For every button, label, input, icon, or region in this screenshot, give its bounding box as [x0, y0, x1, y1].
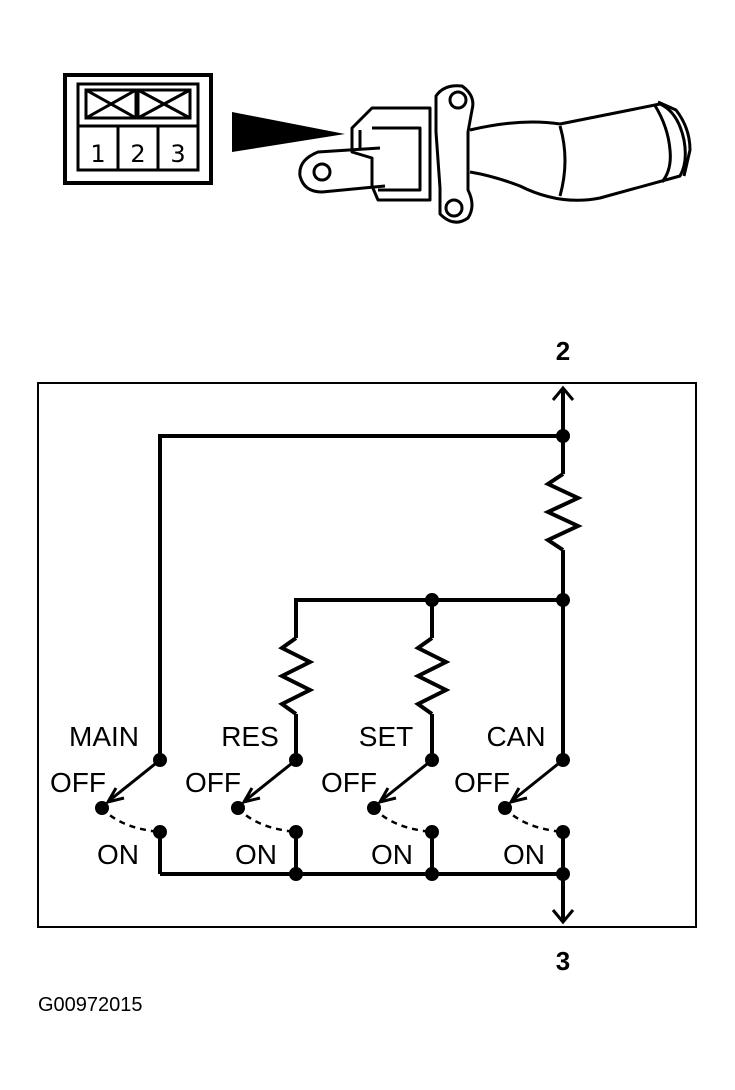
connector-face: 1 2 3 [63, 73, 213, 185]
switch-set-off: OFF [321, 767, 377, 798]
switch-set-on: ON [371, 839, 413, 870]
switch-main: MAIN OFF ON [50, 721, 139, 870]
switch-can: CAN OFF ON [454, 721, 546, 870]
switch-res-name: RES [221, 721, 279, 752]
terminal-3-arrow [551, 874, 575, 925]
switch-main-off: OFF [50, 767, 106, 798]
switch-can-name: CAN [486, 721, 545, 752]
terminal-2-label: 2 [556, 336, 570, 366]
pin-1-label: 1 [90, 140, 105, 168]
switch-res-on: ON [235, 839, 277, 870]
switch-can-off: OFF [454, 767, 510, 798]
switch-on-paths [101, 807, 564, 834]
pin-2-label: 2 [130, 140, 145, 168]
terminal-3-label: 3 [556, 946, 570, 976]
switch-res-off: OFF [185, 767, 241, 798]
switch-can-on: ON [503, 839, 545, 870]
switch-main-name: MAIN [69, 721, 139, 752]
pointer-wedge [232, 112, 345, 152]
junction-dots [95, 429, 570, 881]
figure-code: G00972015 [38, 994, 143, 1016]
switch-blades [104, 758, 564, 805]
switch-lever-illustration [298, 84, 692, 224]
switch-set-name: SET [359, 721, 413, 752]
terminal-2-arrow [551, 385, 575, 436]
switch-main-on: ON [97, 839, 139, 870]
pin-3-label: 3 [170, 140, 185, 168]
switch-set: SET OFF ON [321, 721, 413, 870]
schematic-frame [37, 382, 697, 928]
switch-res: RES OFF ON [185, 721, 279, 870]
